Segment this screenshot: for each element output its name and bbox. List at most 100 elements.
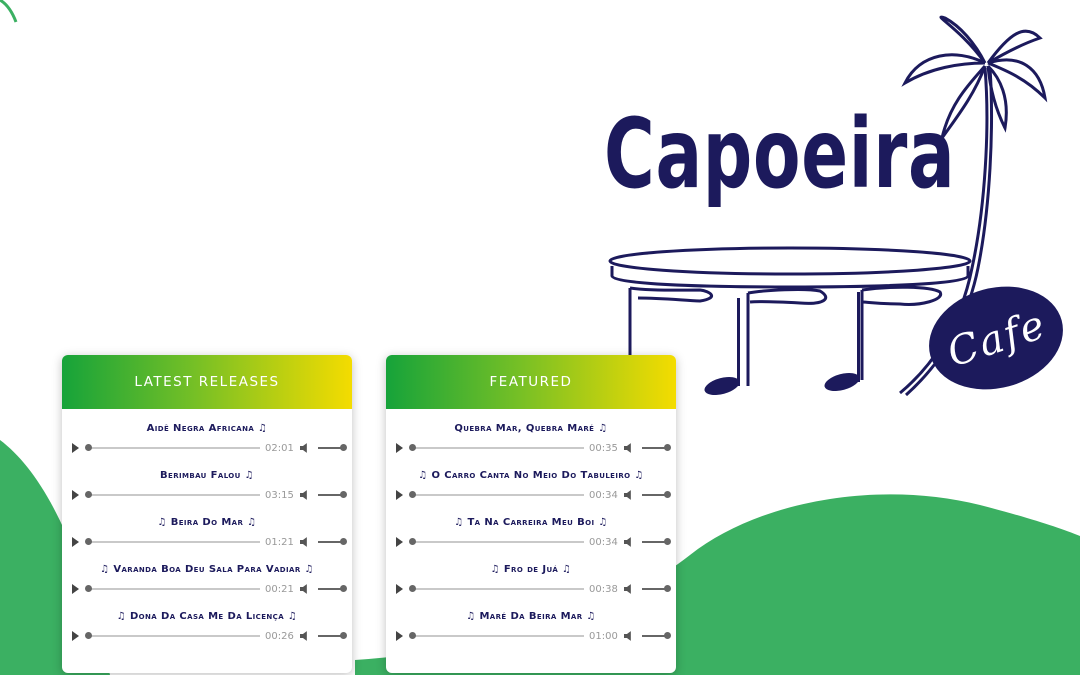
volume-icon[interactable] <box>624 489 634 501</box>
featured-track-list: Quebra Mar, Quebra Maré ♫ 00:35 ♫ O Carr… <box>386 409 676 656</box>
seek-handle[interactable] <box>85 444 92 451</box>
volume-slider[interactable] <box>318 538 347 545</box>
volume-icon[interactable] <box>624 583 634 595</box>
seek-bar[interactable] <box>85 585 260 592</box>
play-icon[interactable] <box>72 631 79 641</box>
volume-icon[interactable] <box>624 630 634 642</box>
track-duration: 00:38 <box>589 583 618 595</box>
volume-slider[interactable] <box>642 585 671 592</box>
track-item: Berimbau Falou ♫ 03:15 <box>62 468 352 515</box>
track-item: ♫ Varanda Boa Deu Sala Para Vadiar ♫ 00:… <box>62 562 352 609</box>
track-duration: 01:21 <box>265 536 294 548</box>
audio-player: 02:01 <box>70 440 347 456</box>
seek-bar[interactable] <box>409 491 584 498</box>
play-icon[interactable] <box>396 443 403 453</box>
audio-player: 01:21 <box>70 534 347 550</box>
track-duration: 00:34 <box>589 536 618 548</box>
volume-icon[interactable] <box>300 630 310 642</box>
latest-releases-heading: LATEST RELEASES <box>62 355 352 409</box>
volume-icon[interactable] <box>300 442 310 454</box>
logo-wordmark: Capoeira <box>604 98 956 210</box>
seek-bar[interactable] <box>85 632 260 639</box>
audio-player: 00:34 <box>394 534 671 550</box>
volume-slider[interactable] <box>642 444 671 451</box>
track-title: Quebra Mar, Quebra Maré ♫ <box>454 423 608 434</box>
track-title: ♫ Maré Da Beira Mar ♫ <box>466 611 596 622</box>
volume-icon[interactable] <box>300 583 310 595</box>
track-item: ♫ O Carro Canta No Meio Do Tabuleiro ♫ 0… <box>386 468 676 515</box>
track-item: ♫ Beira Do Mar ♫ 01:21 <box>62 515 352 562</box>
audio-player: 01:00 <box>394 628 671 644</box>
volume-handle[interactable] <box>340 632 347 639</box>
track-item: ♫ Maré Da Beira Mar ♫ 01:00 <box>386 609 676 656</box>
volume-handle[interactable] <box>664 491 671 498</box>
track-item: Aidê Negra Africana ♫ 02:01 <box>62 421 352 468</box>
track-item: ♫ Fro de Juá ♫ 00:38 <box>386 562 676 609</box>
volume-handle[interactable] <box>340 538 347 545</box>
featured-card: FEATURED Quebra Mar, Quebra Maré ♫ 00:35… <box>386 355 676 673</box>
latest-track-list: Aidê Negra Africana ♫ 02:01 Berimbau Fal… <box>62 409 352 656</box>
seek-handle[interactable] <box>85 585 92 592</box>
volume-handle[interactable] <box>664 585 671 592</box>
play-icon[interactable] <box>396 490 403 500</box>
track-duration: 00:35 <box>589 442 618 454</box>
volume-handle[interactable] <box>340 444 347 451</box>
track-duration: 02:01 <box>265 442 294 454</box>
seek-handle[interactable] <box>409 444 416 451</box>
track-duration: 00:34 <box>589 489 618 501</box>
volume-handle[interactable] <box>340 491 347 498</box>
track-duration: 03:15 <box>265 489 294 501</box>
seek-handle[interactable] <box>409 632 416 639</box>
track-title: ♫ Ta Na Carreira Meu Boi ♫ <box>454 517 608 528</box>
seek-bar[interactable] <box>85 538 260 545</box>
volume-slider[interactable] <box>642 491 671 498</box>
volume-icon[interactable] <box>300 489 310 501</box>
play-icon[interactable] <box>396 584 403 594</box>
audio-player: 03:15 <box>70 487 347 503</box>
seek-bar[interactable] <box>85 491 260 498</box>
track-item: ♫ Ta Na Carreira Meu Boi ♫ 00:34 <box>386 515 676 562</box>
track-title: ♫ Fro de Juá ♫ <box>490 564 572 575</box>
seek-handle[interactable] <box>409 538 416 545</box>
volume-slider[interactable] <box>318 632 347 639</box>
volume-slider[interactable] <box>318 444 347 451</box>
track-item: ♫ Dona Da Casa Me Da Licença ♫ 00:26 <box>62 609 352 656</box>
play-icon[interactable] <box>72 537 79 547</box>
seek-bar[interactable] <box>409 538 584 545</box>
seek-bar[interactable] <box>409 585 584 592</box>
seek-bar[interactable] <box>409 444 584 451</box>
volume-icon[interactable] <box>300 536 310 548</box>
track-title: Berimbau Falou ♫ <box>159 470 254 481</box>
seek-handle[interactable] <box>85 491 92 498</box>
play-icon[interactable] <box>72 584 79 594</box>
track-title: ♫ O Carro Canta No Meio Do Tabuleiro ♫ <box>418 470 644 481</box>
volume-icon[interactable] <box>624 536 634 548</box>
volume-icon[interactable] <box>624 442 634 454</box>
volume-slider[interactable] <box>318 585 347 592</box>
top-left-arc <box>0 0 18 23</box>
volume-handle[interactable] <box>340 585 347 592</box>
capoeira-cafe-logo: Capoeira Cafe <box>600 8 1080 408</box>
audio-player: 00:38 <box>394 581 671 597</box>
play-icon[interactable] <box>72 443 79 453</box>
volume-handle[interactable] <box>664 444 671 451</box>
audio-player: 00:34 <box>394 487 671 503</box>
play-icon[interactable] <box>396 537 403 547</box>
volume-handle[interactable] <box>664 632 671 639</box>
latest-releases-card: LATEST RELEASES Aidê Negra Africana ♫ 02… <box>62 355 352 673</box>
seek-handle[interactable] <box>409 491 416 498</box>
play-icon[interactable] <box>396 631 403 641</box>
track-title: Aidê Negra Africana ♫ <box>146 423 268 434</box>
audio-player: 00:35 <box>394 440 671 456</box>
seek-bar[interactable] <box>85 444 260 451</box>
seek-handle[interactable] <box>85 632 92 639</box>
volume-handle[interactable] <box>664 538 671 545</box>
track-title: ♫ Dona Da Casa Me Da Licença ♫ <box>116 611 298 622</box>
volume-slider[interactable] <box>318 491 347 498</box>
seek-handle[interactable] <box>409 585 416 592</box>
seek-bar[interactable] <box>409 632 584 639</box>
seek-handle[interactable] <box>85 538 92 545</box>
volume-slider[interactable] <box>642 632 671 639</box>
play-icon[interactable] <box>72 490 79 500</box>
volume-slider[interactable] <box>642 538 671 545</box>
